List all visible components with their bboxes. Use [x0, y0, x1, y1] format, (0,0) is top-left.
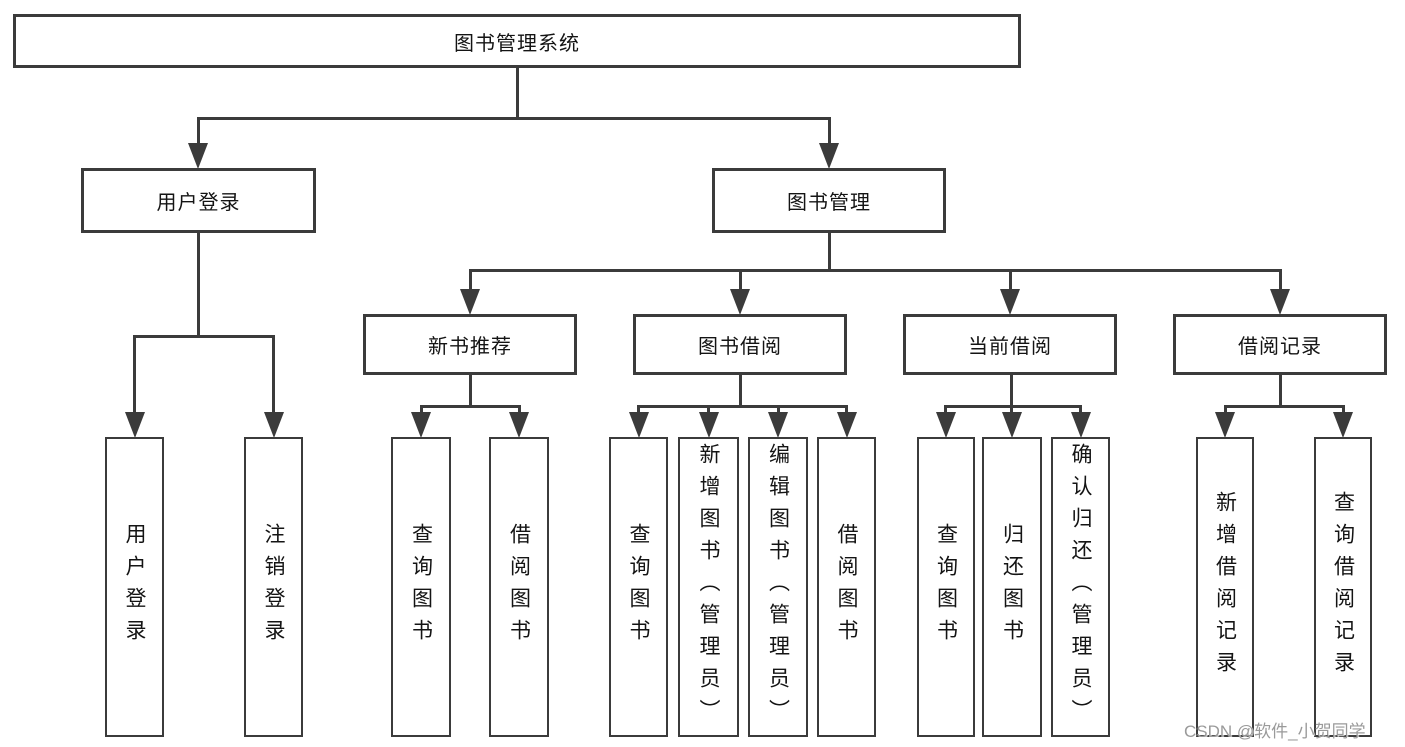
arrowhead-leaf	[837, 412, 857, 438]
connector-leaf-drop	[420, 405, 423, 415]
arrowhead-leaf	[1071, 412, 1091, 438]
arrowhead-leaf	[1215, 412, 1235, 438]
leaf-logout-login: 注销登录	[244, 437, 303, 737]
node-label: 图书借阅	[698, 336, 782, 358]
leaf-cb-query-books: 查询图书	[917, 437, 975, 737]
connector-leaf-drop	[707, 405, 710, 415]
leaf-label: 查询图书	[627, 523, 650, 651]
arrowhead-leaf	[125, 412, 145, 438]
connector-user-login-stem	[197, 232, 200, 337]
arrowhead-leaf	[699, 412, 719, 438]
leaf-label: 借阅图书	[507, 523, 531, 651]
arrowhead-leaf	[768, 412, 788, 438]
leaf-label: 编辑图书（管理员）	[766, 443, 790, 731]
arrowhead-borrow-records	[1270, 289, 1290, 315]
node-label: 图书管理	[787, 192, 871, 214]
connector-user-login-drop	[197, 117, 200, 147]
leaf-user-login: 用户登录	[105, 437, 164, 737]
connector-book-mgmt-stem	[828, 232, 831, 272]
leaf-label: 归还图书	[1000, 523, 1024, 651]
connector-leaf-drop	[272, 335, 275, 414]
node-label: 新书推荐	[428, 336, 512, 358]
leaf-label: 确认归还（管理员）	[1069, 443, 1092, 731]
leaf-br-query-record: 查询借阅记录	[1314, 437, 1372, 737]
connector-book-mgmt-drop	[828, 117, 831, 147]
node-current-borrowing: 当前借阅	[903, 314, 1117, 375]
leaf-label: 查询借阅记录	[1331, 491, 1355, 683]
node-book-borrowing: 图书借阅	[633, 314, 847, 375]
arrowhead-leaf	[629, 412, 649, 438]
arrowhead-leaf	[509, 412, 529, 438]
connector-leaf-drop	[777, 405, 780, 415]
leaf-label: 查询图书	[934, 523, 958, 651]
connector-leaf-drop	[133, 335, 136, 414]
connector-stem	[1279, 374, 1282, 407]
node-library-management-system: 图书管理系统	[13, 14, 1021, 68]
connector-branch	[420, 405, 521, 408]
arrowhead-leaf	[1333, 412, 1353, 438]
node-label: 用户登录	[156, 192, 241, 214]
connector-l3-drop	[469, 269, 472, 291]
leaf-nbr-query-books: 查询图书	[391, 437, 451, 737]
connector-leaf-drop	[1010, 405, 1013, 415]
node-label: 当前借阅	[968, 336, 1052, 358]
node-label: 图书管理系统	[454, 32, 580, 55]
connector-leaf-drop	[1079, 405, 1082, 415]
connector-root-branch	[197, 117, 831, 120]
connector-l3-drop	[1009, 269, 1012, 291]
connector-leaf-drop	[1224, 405, 1227, 415]
node-label: 借阅记录	[1238, 336, 1322, 358]
connector-leaf-drop	[637, 405, 640, 415]
arrowhead-leaf	[264, 412, 284, 438]
leaf-bb-edit-books-admin: 编辑图书（管理员）	[748, 437, 808, 737]
connector-branch	[637, 405, 848, 408]
leaf-bb-add-books-admin: 新增图书（管理员）	[678, 437, 739, 737]
leaf-bb-borrow-books: 借阅图书	[817, 437, 876, 737]
leaf-label: 借阅图书	[835, 523, 858, 651]
leaf-label: 用户登录	[123, 523, 146, 651]
node-new-book-recommend: 新书推荐	[363, 314, 577, 375]
arrowhead-current-borrow	[1000, 289, 1020, 315]
connector-leaf-drop	[1342, 405, 1345, 415]
connector-branch	[944, 405, 1082, 408]
leaf-label: 查询图书	[409, 523, 433, 651]
connector-stem	[1010, 374, 1013, 407]
arrowhead-leaf	[1002, 412, 1022, 438]
leaf-br-add-record: 新增借阅记录	[1196, 437, 1254, 737]
connector-branch	[1224, 405, 1345, 408]
connector-leaf-drop	[518, 405, 521, 415]
arrowhead-book-borrow	[730, 289, 750, 315]
leaf-cb-return-books: 归还图书	[982, 437, 1042, 737]
connector-stem	[739, 374, 742, 407]
leaf-bb-query-books: 查询图书	[609, 437, 668, 737]
arrowhead-new-book	[460, 289, 480, 315]
leaf-cb-confirm-return-admin: 确认归还（管理员）	[1051, 437, 1110, 737]
arrowhead-book-mgmt	[819, 143, 839, 169]
leaf-label: 注销登录	[262, 523, 285, 651]
leaf-label: 新增借阅记录	[1213, 491, 1237, 683]
node-user-login: 用户登录	[81, 168, 316, 233]
connector-l3-drop	[1279, 269, 1282, 291]
leaf-nbr-borrow-books: 借阅图书	[489, 437, 549, 737]
connector-l3-drop	[739, 269, 742, 291]
connector-root-stem	[516, 67, 519, 119]
node-book-management: 图书管理	[712, 168, 946, 233]
arrowhead-leaf	[936, 412, 956, 438]
connector-user-login-branch	[133, 335, 275, 338]
arrowhead-leaf	[411, 412, 431, 438]
arrowhead-user-login	[188, 143, 208, 169]
connector-book-mgmt-branch	[469, 269, 1282, 272]
node-borrowing-records: 借阅记录	[1173, 314, 1387, 375]
connector-leaf-drop	[944, 405, 947, 415]
connector-leaf-drop	[845, 405, 848, 415]
leaf-label: 新增图书（管理员）	[697, 443, 720, 731]
connector-stem	[469, 374, 472, 407]
csdn-watermark: CSDN @软件_小贺同学	[1184, 722, 1366, 741]
